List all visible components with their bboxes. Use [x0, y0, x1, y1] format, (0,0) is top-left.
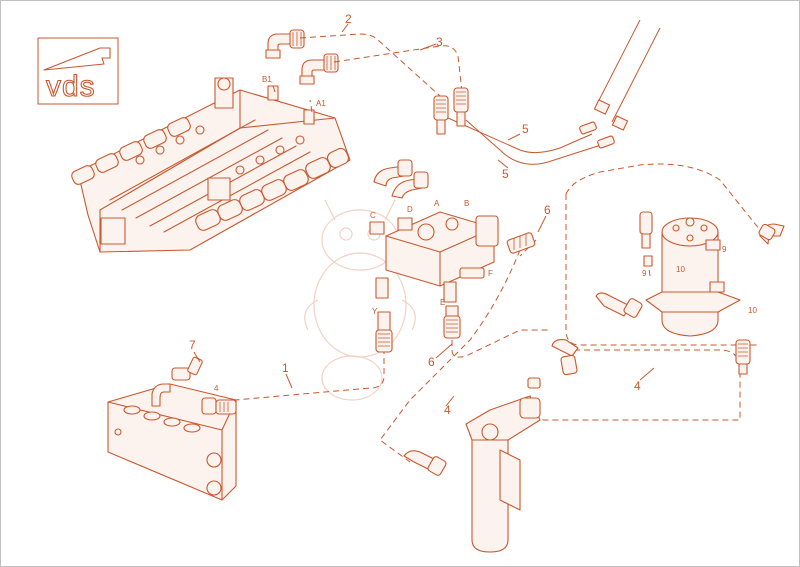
callout-5b: 5: [502, 167, 509, 181]
port-label-b1: B1: [262, 75, 272, 84]
port-label-d: D: [407, 205, 413, 214]
straight-fittings-top: [433, 87, 469, 135]
hose-6-lower: [451, 329, 548, 358]
callout-10b: 10: [748, 306, 757, 315]
hose-6-fitting: [506, 232, 536, 254]
manifold-block: [107, 356, 237, 501]
control-valve-bank: [71, 77, 351, 253]
spool-ends: [71, 117, 350, 231]
hose-5b: [465, 119, 605, 165]
hose-a1-b1: [271, 81, 313, 113]
hose-1: [234, 318, 385, 401]
port-labels: B1 A1 A B C D E F Y: [262, 75, 493, 316]
pipe-end-fittings: [579, 99, 629, 149]
hose-4-fittings: [403, 292, 643, 476]
hose-upper-swivel: [565, 163, 761, 231]
hose-2: [299, 33, 441, 97]
hose-4-left: [379, 249, 521, 463]
callout-6a: 6: [544, 203, 551, 217]
rotary-swivel-joint: [639, 211, 785, 375]
port-label-a1: A1: [316, 99, 326, 108]
straight-fittings-lower: [375, 305, 461, 353]
callout-2: 2: [345, 12, 352, 26]
leader-lines: [193, 23, 655, 407]
port-label-b: B: [464, 199, 469, 208]
port-label-e: E: [440, 298, 445, 307]
central-distributor-valve: [369, 159, 499, 303]
hose-elbow-fittings-top: [265, 29, 339, 85]
port-fitting-b1: [267, 85, 279, 101]
callout-9a: 9: [722, 245, 727, 254]
vds-logo: vds: [37, 37, 119, 105]
callout-7: 7: [189, 338, 196, 352]
port-label-f: F: [488, 269, 493, 278]
port-label-c: C: [370, 211, 376, 220]
logo-text: vds: [46, 70, 96, 103]
callout-4a: 4: [214, 384, 219, 393]
callout-6b: 6: [428, 355, 435, 369]
hydraulic-cylinder: [465, 395, 541, 553]
port-label-y: Y: [372, 307, 378, 316]
callout-4b: 4: [444, 403, 451, 417]
callout-numbers: 2 3 5 5 6 6 4 4 1 7 4 9 9 10 10: [189, 12, 757, 417]
callout-4c: 4: [634, 379, 641, 393]
hose-3: [333, 45, 463, 93]
watermark-figure: [304, 199, 416, 401]
port-fitting-a1: [303, 109, 315, 125]
callout-9b: 9: [642, 269, 647, 278]
rigid-pipes: [594, 19, 661, 123]
callout-1: 1: [282, 361, 289, 375]
callout-3: 3: [436, 35, 443, 49]
hose-5a: [447, 117, 593, 154]
callout-5a: 5: [522, 122, 529, 136]
port-label-a: A: [434, 199, 440, 208]
callout-10a: 10: [676, 265, 685, 274]
